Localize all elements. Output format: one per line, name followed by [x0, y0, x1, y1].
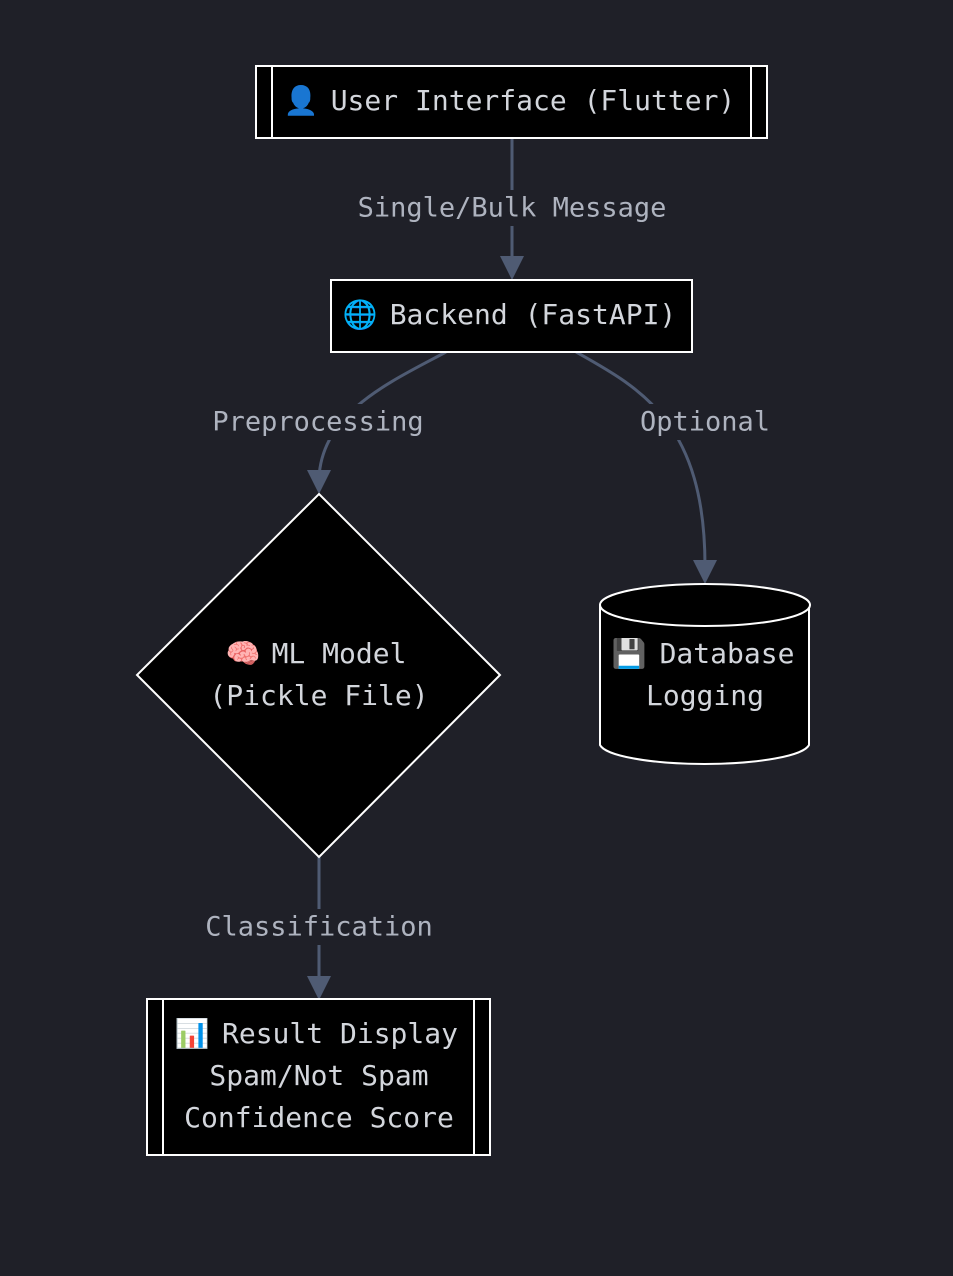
node-database-cylinder-top — [599, 583, 811, 627]
node-result-display-label-line3: Confidence Score — [184, 1101, 454, 1134]
bar-chart-icon: 📊 — [175, 1017, 210, 1050]
edge-model-to-result-arrow — [307, 976, 331, 1000]
node-result-display[interactable]: 📊 Result Display Spam/Not Spam Confidenc… — [146, 998, 491, 1156]
edge-ui-to-backend: Single/Bulk Message — [348, 138, 676, 280]
user-icon: 👤 — [284, 84, 319, 117]
node-result-display-box — [146, 998, 491, 1156]
node-result-display-label-line2: Spam/Not Spam — [209, 1059, 428, 1092]
node-ml-model-label-line1: ML Model — [272, 637, 407, 670]
node-user-interface[interactable]: 👤 User Interface (Flutter) — [255, 65, 768, 139]
node-database-label-line2: Logging — [646, 679, 764, 712]
node-database[interactable]: 💾 Database Logging — [599, 583, 811, 765]
node-backend-box — [330, 279, 693, 353]
edge-backend-to-database: Optional — [575, 350, 776, 584]
node-ml-model-diamond — [135, 492, 502, 859]
edge-ui-to-backend-label-bg — [348, 190, 676, 226]
edge-backend-to-model: Preprocessing — [204, 350, 447, 494]
edge-ui-to-backend-arrow — [500, 256, 524, 280]
node-ml-model[interactable]: 🧠 ML Model (Pickle File) — [135, 492, 502, 859]
edge-backend-to-model-label: Preprocessing — [212, 407, 423, 438]
node-result-display-label-line1: Result Display — [222, 1017, 458, 1050]
edge-ui-to-backend-label: Single/Bulk Message — [358, 193, 667, 224]
node-database-label-line1: Database — [660, 637, 795, 670]
edge-backend-to-model-label-bg — [204, 404, 432, 440]
edge-model-to-result: Classification — [196, 857, 442, 1000]
edge-backend-to-model-arrow — [307, 470, 331, 494]
node-user-interface-box — [255, 65, 768, 139]
brain-icon: 🧠 — [226, 637, 261, 670]
node-backend[interactable]: 🌐 Backend (FastAPI) — [330, 279, 693, 353]
edge-backend-to-model-line — [317, 350, 447, 479]
edge-model-to-result-label: Classification — [205, 912, 433, 943]
node-user-interface-label: User Interface (Flutter) — [331, 84, 736, 117]
node-ml-model-label-line2: (Pickle File) — [209, 679, 428, 712]
globe-icon: 🌐 — [343, 298, 378, 331]
node-database-cylinder-body — [599, 605, 810, 765]
node-backend-label: Backend (FastAPI) — [390, 298, 677, 331]
floppy-disk-icon: 💾 — [612, 637, 647, 670]
edge-backend-to-database-arrow — [693, 560, 717, 584]
edge-backend-to-database-line — [575, 350, 707, 567]
edge-backend-to-database-label: Optional — [640, 407, 770, 438]
edge-backend-to-database-label-bg — [634, 404, 776, 440]
edge-model-to-result-label-bg — [196, 909, 442, 945]
